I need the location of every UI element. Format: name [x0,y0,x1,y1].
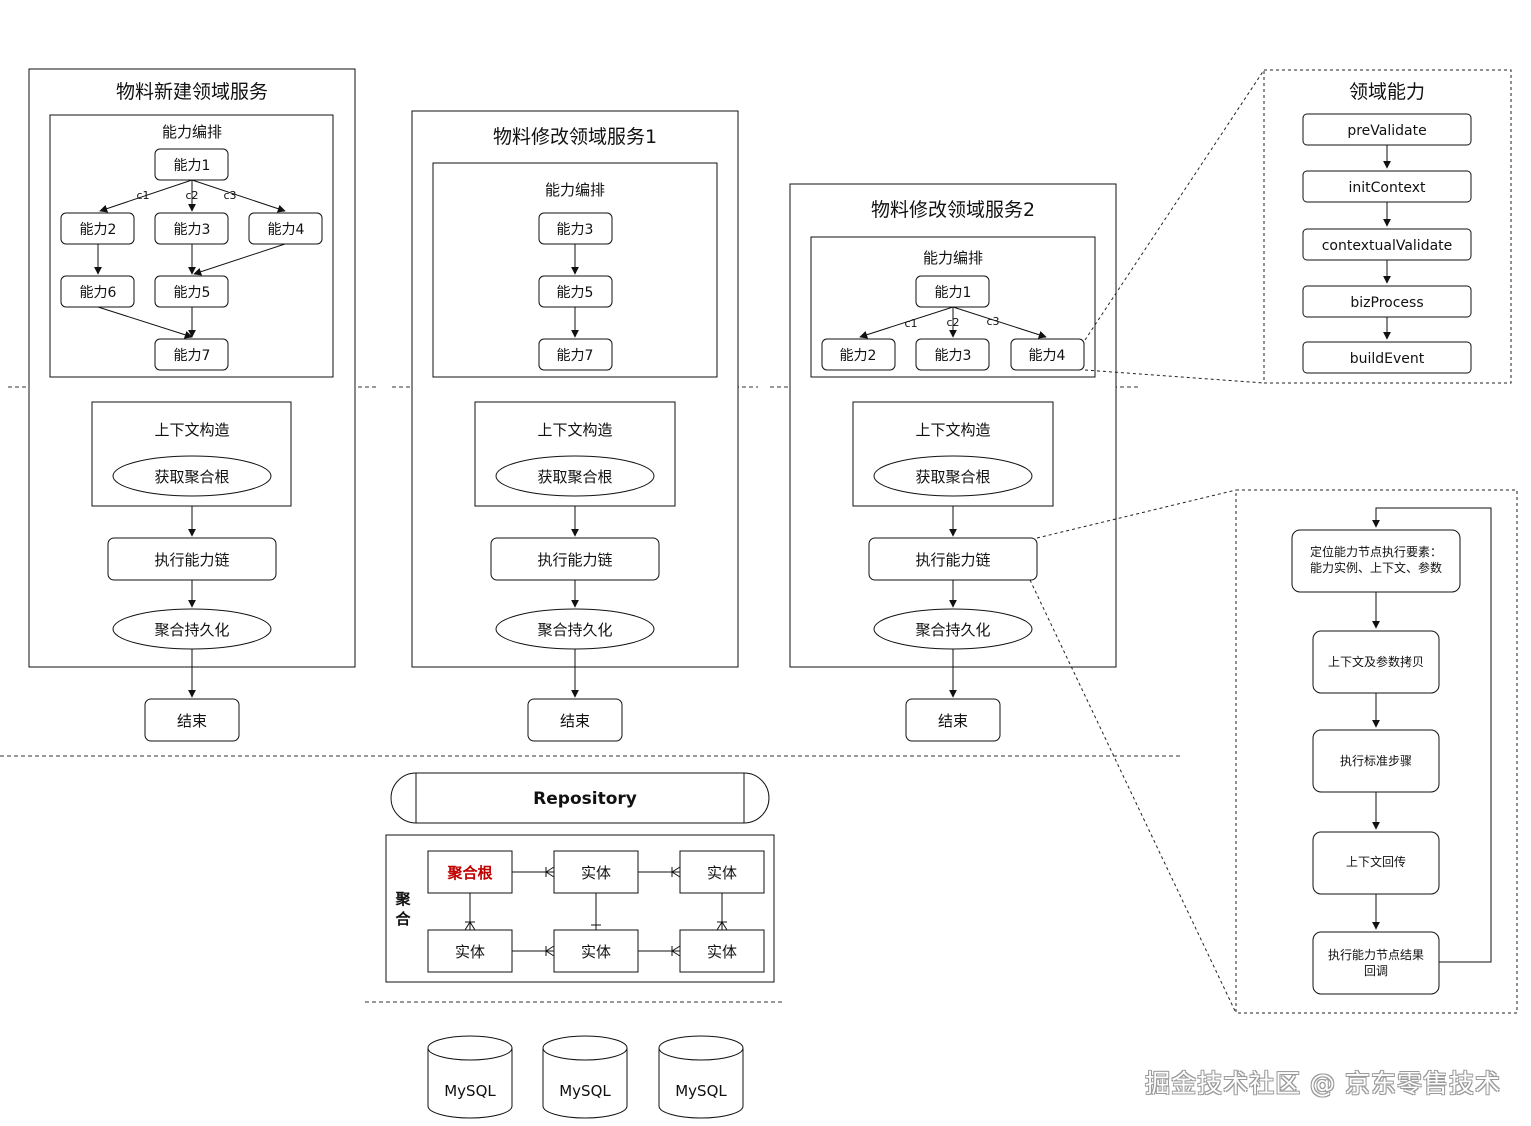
chain-step-callback: 回调 [1364,964,1388,978]
capability-node: 能力4 [268,222,305,238]
capability-step: buildEvent [1350,351,1425,367]
entity: 实体 [581,943,611,961]
orchestration-title: 能力编排 [162,123,222,141]
edge-label-c2: c2 [185,189,198,202]
orchestration-title: 能力编排 [545,181,605,199]
entity: 实体 [707,943,737,961]
capability-step: contextualValidate [1322,238,1453,254]
get-aggregate-root: 获取聚合根 [915,468,990,486]
service-title: 物料修改领域服务1 [493,126,657,148]
mysql-database: MySQL [427,1035,513,1119]
service-title: 物料新建领域服务 [116,81,268,103]
capability-node: 能力1 [174,158,211,174]
capability-node: 能力3 [935,348,972,364]
exec-chain: 执行能力链 [915,551,990,569]
service-title: 物料修改领域服务2 [871,199,1035,221]
repository-label: Repository [533,789,637,809]
context-title: 上下文构造 [154,421,229,439]
entity: 实体 [581,864,611,882]
aggregate-persist: 聚合持久化 [915,621,990,639]
capability-node: 能力7 [557,348,594,364]
exec-chain: 执行能力链 [154,551,229,569]
capability-step: bizProcess [1350,295,1423,311]
database-label: MySQL [559,1082,611,1100]
aggregate-label: 合 [394,910,411,928]
watermark: 掘金技术社区 @ 京东零售技术 [1145,1069,1501,1098]
get-aggregate-root: 获取聚合根 [154,468,229,486]
edge-label-c1: c1 [904,317,917,330]
capability-node: 能力5 [174,285,211,301]
capability-node: 能力6 [80,285,117,301]
service-modify-2: 物料修改领域服务2 能力编排 c1 c2 c3 能力1 能力2 能力3 能力4 … [789,183,1117,742]
entity: 实体 [707,864,737,882]
capability-step: initContext [1349,180,1426,196]
edge-label-c3: c3 [223,189,236,202]
edge-label-c3: c3 [986,315,999,328]
chain-step-locate: 定位能力节点执行要素： [1310,544,1442,559]
service-modify-1: 物料修改领域服务1 能力编排 能力3 能力5 能力7 上下文构造 获取聚合根 执… [411,110,739,742]
orchestration-title: 能力编排 [923,249,983,267]
capability-node: 能力4 [1029,348,1066,364]
capability-node: 能力3 [557,222,594,238]
edge-label-c2: c2 [946,316,959,329]
context-title: 上下文构造 [537,421,612,439]
context-title: 上下文构造 [915,421,990,439]
repository: Repository [390,772,770,824]
database-label: MySQL [675,1082,727,1100]
mysql-database: MySQL [658,1035,744,1119]
aggregate: 聚 合 聚合根 实体 实体 实体 实体 实体 [385,834,775,983]
capability-step: preValidate [1347,123,1426,139]
chain-step-locate: 能力实例、上下文、参数 [1310,560,1442,575]
aggregate-persist: 聚合持久化 [154,621,229,639]
databases: MySQL MySQL MySQL [427,1035,744,1119]
zoom-connectors [1029,69,1265,1014]
domain-capability-panel: 领域能力 preValidate initContext contextualV… [1263,69,1512,384]
capability-node: 能力2 [80,222,117,238]
panel-title: 领域能力 [1349,81,1425,103]
capability-node: 能力2 [840,348,877,364]
end-node: 结束 [938,712,968,730]
aggregate-root: 聚合根 [446,864,492,882]
capability-node: 能力3 [174,222,211,238]
service-create: 物料新建领域服务 能力编排 c1 c2 c3 能力1 能力2 能力3 能力4 能… [28,68,356,742]
chain-step-copy: 上下文及参数拷贝 [1328,654,1424,669]
database-label: MySQL [444,1082,496,1100]
aggregate-label: 聚 [394,890,411,908]
chain-step-return: 上下文回传 [1346,854,1406,869]
get-aggregate-root: 获取聚合根 [537,468,612,486]
capability-node: 能力5 [557,285,594,301]
end-node: 结束 [560,712,590,730]
chain-step-execute: 执行标准步骤 [1340,754,1412,768]
chain-detail-panel: 定位能力节点执行要素： 能力实例、上下文、参数 上下文及参数拷贝 执行标准步骤 … [1235,489,1518,1014]
aggregate-persist: 聚合持久化 [537,621,612,639]
edge-label-c1: c1 [136,189,149,202]
mysql-database: MySQL [542,1035,628,1119]
capability-node: 能力1 [935,285,972,301]
capability-node: 能力7 [174,348,211,364]
chain-step-callback: 执行能力节点结果 [1328,948,1424,962]
end-node: 结束 [177,712,207,730]
exec-chain: 执行能力链 [537,551,612,569]
entity: 实体 [455,943,485,961]
